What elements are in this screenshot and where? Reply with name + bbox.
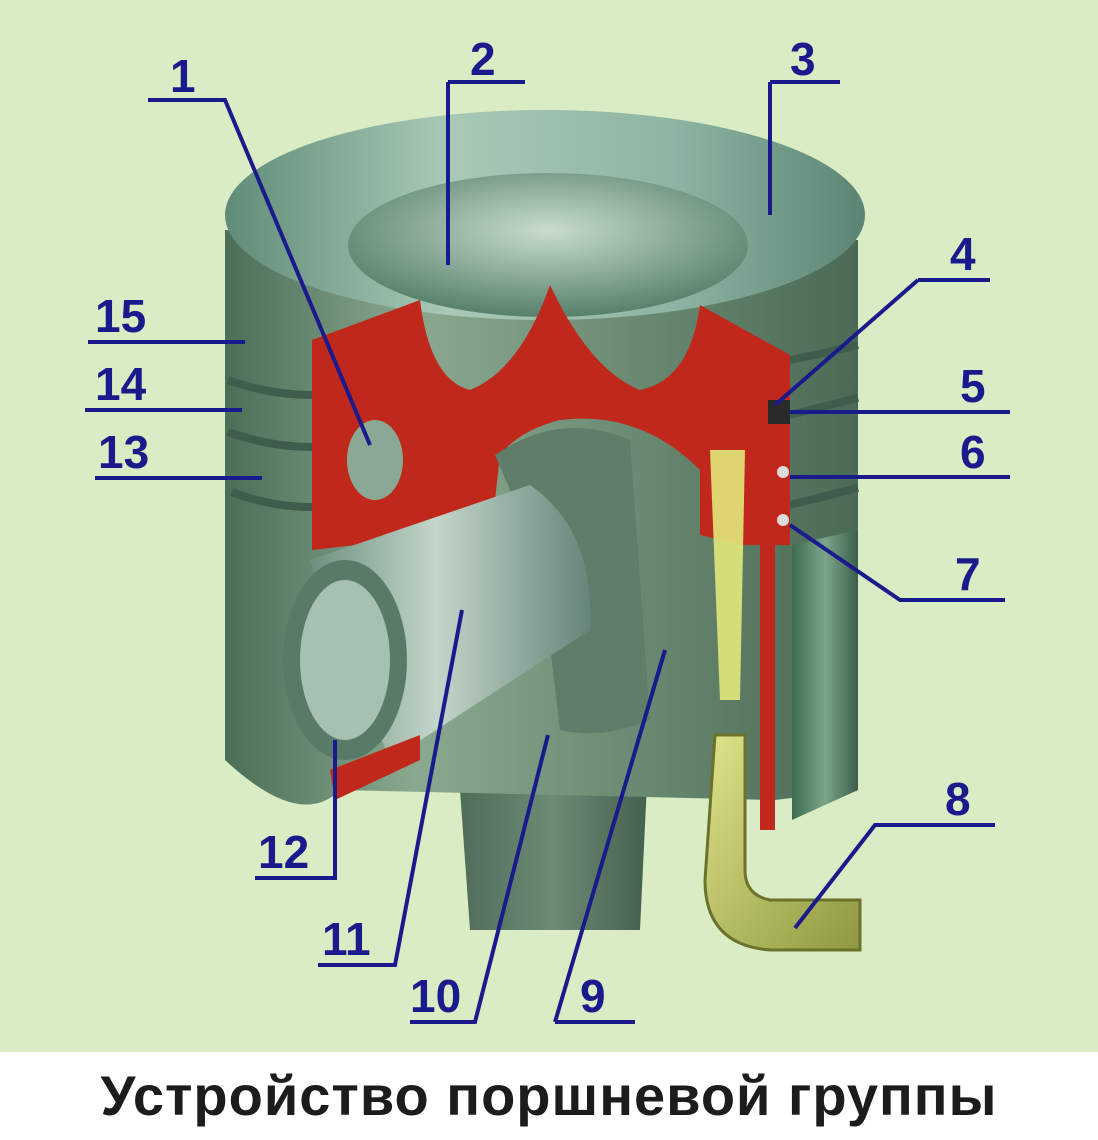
ring-slot-bottom (777, 514, 789, 526)
callout-10: 10 (410, 970, 461, 1022)
callout-11: 11 (322, 913, 371, 965)
callout-6: 6 (960, 426, 986, 478)
piston-pin-bore (300, 580, 390, 740)
callout-9: 9 (580, 970, 606, 1022)
callout-15: 15 (95, 290, 146, 342)
diagram-caption: Устройство поршневой группы (0, 1052, 1098, 1140)
piston-group-diagram: 1 2 3 4 5 6 7 8 9 10 11 12 13 14 15 (0, 0, 1098, 1052)
piston-skirt-right (792, 530, 858, 820)
callout-13: 13 (98, 426, 149, 478)
callout-5: 5 (960, 360, 986, 412)
callout-8: 8 (945, 773, 971, 825)
ring-slot-middle (777, 466, 789, 478)
cooling-channel (347, 420, 403, 500)
callout-12: 12 (258, 826, 309, 878)
callout-1: 1 (170, 50, 196, 102)
callout-7: 7 (955, 548, 981, 600)
callout-3: 3 (790, 33, 816, 85)
callout-14: 14 (95, 358, 147, 410)
callout-2: 2 (470, 33, 496, 85)
callout-4: 4 (950, 228, 976, 280)
